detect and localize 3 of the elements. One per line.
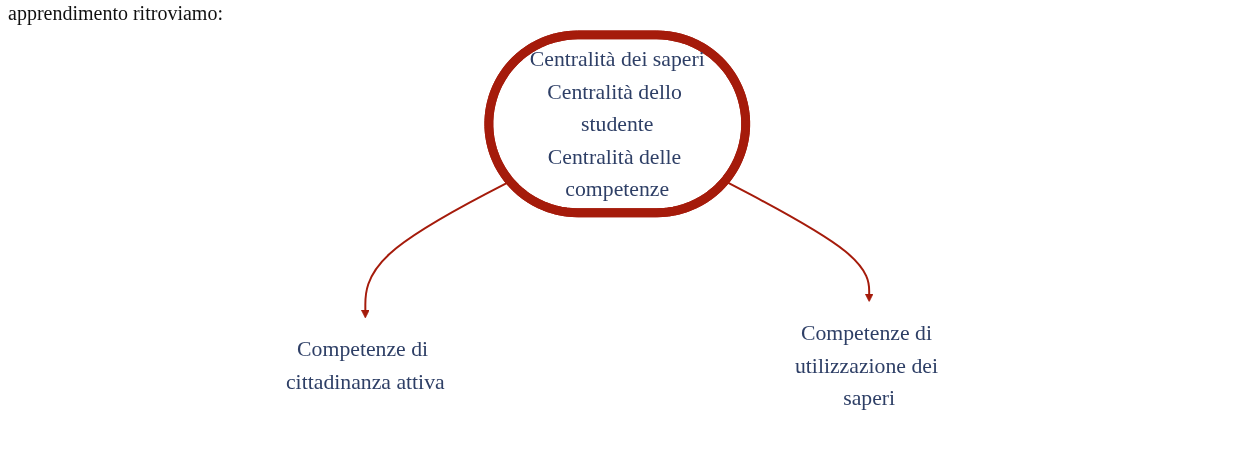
intro-text: apprendimento ritroviamo: [8, 2, 223, 25]
node-text: Competenze di utilizzazione dei saperi [795, 320, 939, 411]
node-text: Competenze di cittadinanza attiva [286, 336, 445, 395]
